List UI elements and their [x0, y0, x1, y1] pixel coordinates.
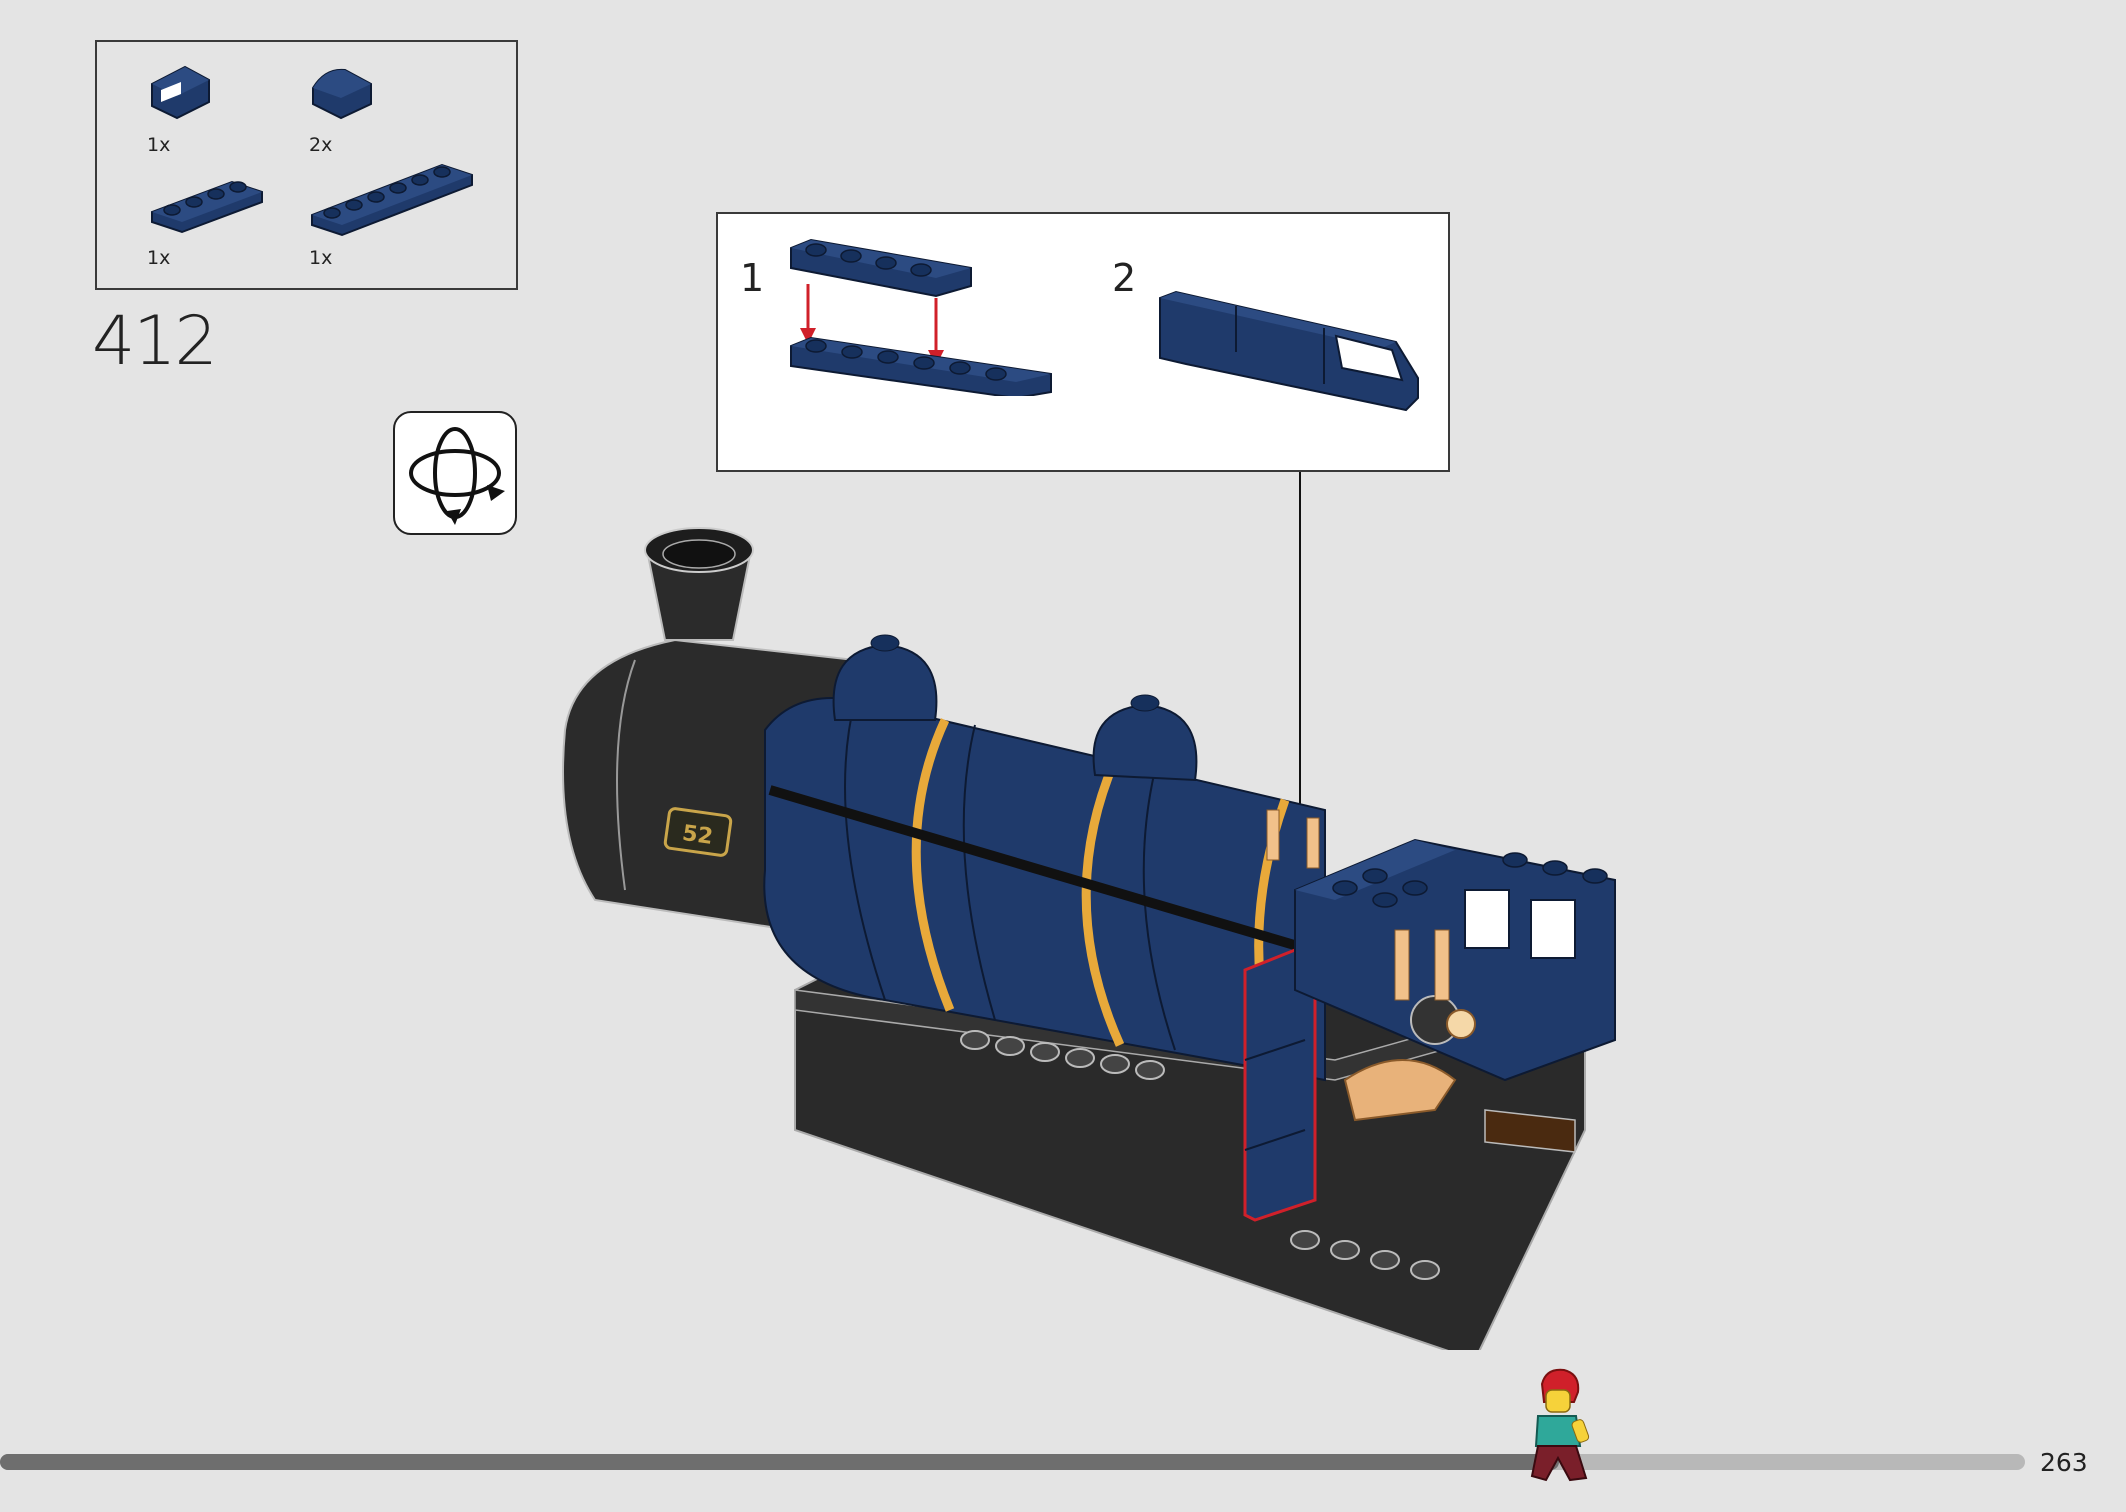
parts-list-box: 1x 2x 1x 1x — [95, 40, 518, 290]
part-quantity: 2x — [309, 134, 333, 156]
sub-assembly-callout: 1 2 — [716, 212, 1450, 472]
part-quantity: 1x — [147, 134, 171, 156]
minifigure-progress-marker-icon — [1530, 1368, 1590, 1482]
plate-1x4-icon — [151, 180, 263, 234]
locomotive-model-illustration: 52 — [562, 527, 1616, 1350]
substep-1-plates-illustration — [790, 238, 1052, 396]
page-progress-bar — [0, 1454, 2025, 1470]
rotate-model-button[interactable] — [393, 411, 517, 535]
curved-slope-piece-icon — [312, 68, 372, 120]
substep-2-assembly-illustration — [1159, 290, 1419, 412]
slope-window-piece-icon — [151, 65, 210, 120]
plate-1x6-icon — [311, 163, 473, 237]
progress-bar-fill — [0, 1454, 1559, 1470]
part-quantity: 1x — [147, 247, 171, 269]
number-plate-text: 52 — [681, 821, 715, 850]
substep-label: 1 — [740, 256, 765, 300]
page-number: 263 — [2040, 1448, 2088, 1477]
part-quantity: 1x — [309, 247, 333, 269]
rotate-arrows-icon — [409, 427, 505, 525]
step-number: 412 — [92, 302, 218, 381]
substep-label: 2 — [1112, 256, 1137, 300]
